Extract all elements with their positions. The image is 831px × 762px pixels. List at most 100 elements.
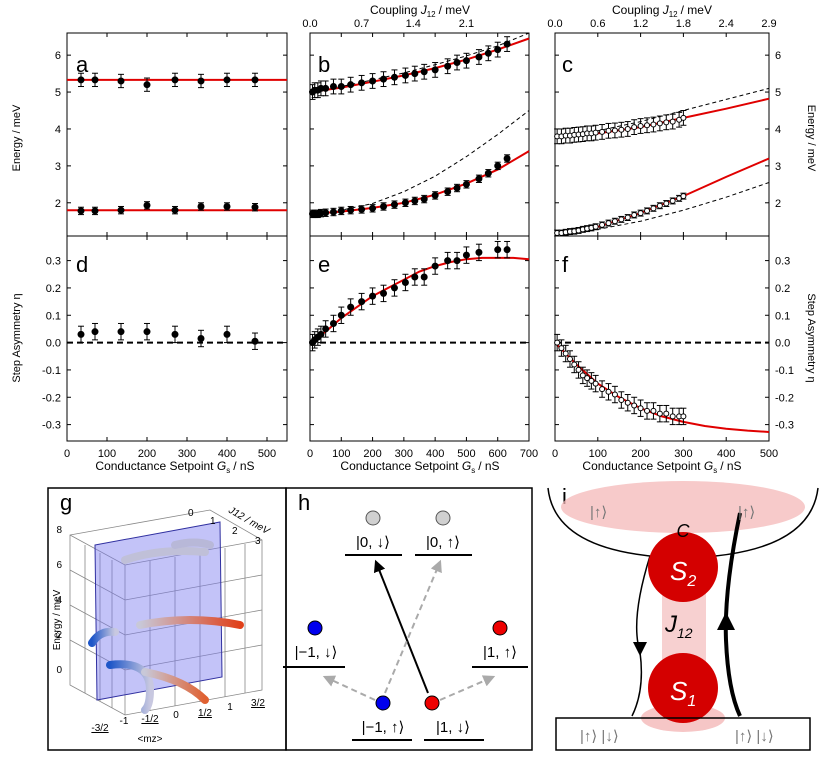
data-point-e — [420, 273, 428, 281]
data-point-e — [475, 248, 483, 256]
data-point-b — [431, 66, 439, 74]
data-point-a — [77, 207, 85, 215]
g-mtick-5: 1 — [227, 702, 233, 713]
xtick-label-f: 300 — [674, 448, 692, 460]
data-point-b — [431, 191, 439, 199]
state-label-m1-down: |−1, ↓⟩ — [295, 644, 338, 661]
data-point-e — [453, 257, 461, 265]
top-tick-label-c: 1.2 — [633, 18, 648, 30]
data-point-f — [669, 413, 676, 420]
ytick-label-d: -0.1 — [42, 365, 61, 377]
ytick-label-d: 0.3 — [46, 256, 61, 268]
data-point-b — [337, 207, 345, 215]
data-point-e — [358, 298, 366, 306]
data-point-c — [680, 193, 687, 200]
data-point-b — [484, 169, 492, 177]
data-point-e — [329, 319, 337, 327]
ytick-label-right-c: 2 — [775, 198, 781, 210]
g-mtick-3: 0 — [173, 710, 179, 721]
data-point-d — [117, 328, 125, 336]
data-point-c — [631, 211, 638, 218]
data-point-e — [401, 278, 409, 286]
data-point-c — [605, 220, 612, 227]
g-mtick-6: 3/2 — [251, 698, 265, 709]
ytick-label-right-c: 5 — [775, 87, 781, 99]
state-dot-0-up — [435, 510, 451, 526]
state-label-0-down: |0, ↓⟩ — [356, 534, 390, 551]
data-point-c — [599, 221, 606, 228]
data-point-c — [663, 119, 670, 126]
fit-curve-e — [309, 256, 530, 344]
top-xlabel-b: Coupling J12/ meV — [370, 3, 470, 19]
data-point-e — [317, 330, 325, 338]
data-point-c — [669, 118, 676, 125]
data-point-e — [462, 251, 470, 259]
xtick-label-d: 400 — [218, 448, 236, 460]
surface-box — [555, 717, 811, 751]
state-label-1-up: |1, ↑⟩ — [483, 644, 517, 661]
data-point-b — [462, 57, 470, 65]
dashed-line-b — [309, 32, 530, 93]
surface-label-left: |↑⟩ |↓⟩ — [580, 728, 619, 745]
state-dot-1-up — [492, 620, 508, 636]
tube-top-2 — [171, 538, 214, 549]
data-point-e — [494, 246, 502, 254]
state-dot-0-down — [365, 510, 381, 526]
g-jtick-1: 1 — [210, 516, 216, 527]
data-point-a — [91, 76, 99, 84]
panel-i: i |↑⟩ |↑⟩ C S2 J12 S1 |↑⟩ |↓⟩ |↑⟩ |↓⟩ — [547, 481, 819, 751]
tube-low-blue — [106, 660, 155, 714]
data-point-c — [650, 121, 657, 128]
data-point-c — [631, 124, 638, 131]
ytick-label-a: 2 — [55, 198, 61, 210]
data-point-a — [91, 207, 99, 215]
data-point-b — [411, 197, 419, 205]
atom-s2 — [648, 532, 718, 602]
path-right-arrow — [717, 612, 735, 630]
data-point-c — [663, 200, 670, 207]
plot-frame-d — [66, 235, 288, 442]
g-jtick-3: 3 — [255, 536, 261, 547]
top-tick-label-b: 2.1 — [459, 18, 474, 30]
xtick-label-d: 200 — [138, 448, 156, 460]
g-jtick-2: 2 — [232, 526, 238, 537]
data-point-c — [618, 126, 625, 133]
data-point-c — [605, 127, 612, 134]
atom-s1 — [648, 653, 718, 723]
data-point-f — [562, 350, 569, 357]
plot-frame-f — [554, 235, 770, 442]
top-tick-label-c: 0.6 — [590, 18, 605, 30]
data-point-e — [369, 292, 377, 300]
g-ytick-6: 6 — [56, 560, 62, 571]
ytick-label-right-f: 0.3 — [775, 256, 790, 268]
ytick-label-right-f: -0.2 — [775, 392, 794, 404]
top-tick-label-b: 0.0 — [302, 18, 317, 30]
path-left-arrow — [633, 642, 647, 656]
plane — [94, 521, 223, 701]
ytick-label-d: -0.2 — [42, 392, 61, 404]
ylabel-eta-left: Step Asymmetry η — [11, 293, 23, 382]
panel-label-i: i — [562, 484, 567, 509]
ytick-label-d: -0.3 — [42, 420, 61, 432]
data-point-a — [223, 76, 231, 84]
tip-label-up-right: |↑⟩ — [738, 504, 755, 521]
top-tick-label-c: 1.8 — [676, 18, 691, 30]
data-point-b — [494, 46, 502, 54]
xtick-label-e: 500 — [457, 448, 475, 460]
g-jtick-0: 0 — [188, 508, 194, 519]
ytick-label-a: 6 — [55, 50, 61, 62]
top-xlabel-c: Coupling J12/ meV — [612, 3, 712, 19]
data-point-b — [420, 68, 428, 76]
ytick-label-right-c: 3 — [775, 161, 781, 173]
plot-frame-e — [309, 235, 530, 442]
data-point-c — [650, 205, 657, 212]
data-point-a — [143, 81, 151, 89]
data-point-f — [592, 380, 599, 387]
data-point-b — [329, 208, 337, 216]
data-point-f — [566, 356, 573, 362]
xtick-label-f: 400 — [717, 448, 735, 460]
ylabel-energy-left: Energy / meV — [11, 104, 23, 171]
panel-label-e: e — [318, 252, 330, 277]
xtick-label-e: 200 — [363, 448, 381, 460]
data-point-c — [611, 218, 618, 225]
